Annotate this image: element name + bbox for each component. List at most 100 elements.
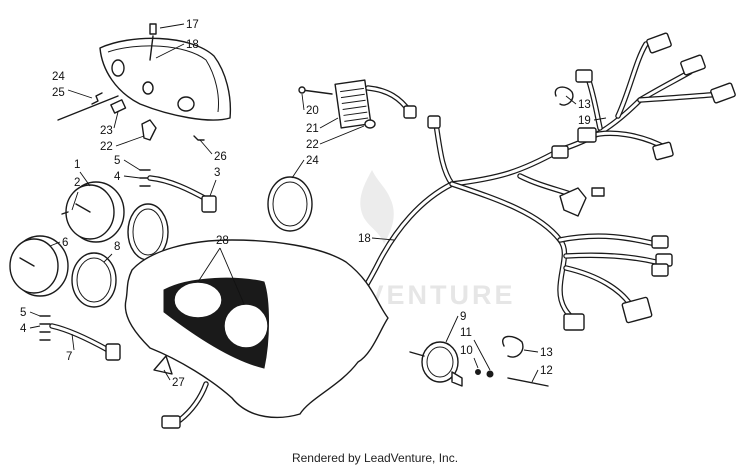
gauge-ring-lower <box>71 252 117 308</box>
callout-14: 18 <box>358 233 371 245</box>
speedometer-bulb-lead <box>61 211 69 215</box>
watermark-flame-icon <box>360 170 394 244</box>
harness-plug-6 <box>652 141 674 161</box>
gauge-harness-upper <box>139 169 217 213</box>
headlight-bulb-left <box>111 59 125 77</box>
harness-plug-5 <box>577 127 597 143</box>
callout-19: 17 <box>186 19 199 31</box>
callout-8: 8 <box>114 241 120 253</box>
adjuster-screw <box>57 95 119 121</box>
bezel-ring <box>267 176 313 232</box>
small-gauge-bracket <box>451 371 463 387</box>
callout-13-upper: 13 <box>578 99 591 111</box>
harness-plug-10 <box>651 263 669 277</box>
callout-18: 22 <box>306 139 319 151</box>
retaining-ring-upper <box>554 86 574 106</box>
gauge-harness-lower <box>39 315 121 361</box>
callout-28: 28 <box>216 235 229 247</box>
retaining-ring-lower <box>502 335 524 358</box>
small-gauge-body <box>421 341 459 383</box>
bulb-socket <box>141 119 157 141</box>
adjuster-spring <box>91 92 103 105</box>
harness-plug-1 <box>646 32 672 54</box>
headlight-housing <box>99 37 232 121</box>
headlight-bulb-right <box>177 96 195 112</box>
gauge-bulbs-lower <box>39 315 51 341</box>
voltage-regulator <box>334 79 372 129</box>
callout-25: 26 <box>214 151 227 163</box>
harness-plug-2 <box>680 54 706 76</box>
callout-7: 7 <box>66 351 72 363</box>
dash-lead-plug <box>161 415 181 429</box>
regulator-bolt <box>301 89 333 95</box>
callout-21: 22 <box>100 141 113 153</box>
callouts: 17 18 24 25 23 22 26 1 2 5 4 3 6 8 5 4 7… <box>20 19 607 389</box>
tachometer-needle <box>19 257 35 267</box>
dash-gauge-opening-left <box>173 281 223 319</box>
harness-plug-11 <box>621 296 653 324</box>
harness-plug-7 <box>591 187 605 197</box>
gauge-ring-upper-inner <box>132 208 164 256</box>
harness-plug-12 <box>563 313 585 331</box>
small-gauge-nut <box>486 370 494 378</box>
gauge-ring-lower-inner <box>76 257 112 303</box>
callout-5-lower: 5 <box>20 307 26 319</box>
dash-lead <box>177 381 209 423</box>
regulator-bolt-head <box>298 86 306 94</box>
harness-plug-3 <box>710 82 736 104</box>
regulator-nut <box>364 119 376 129</box>
dash-triangle <box>153 355 173 375</box>
speedometer <box>61 181 125 243</box>
regulator-connector <box>403 105 417 119</box>
callout-23: 24 <box>52 71 65 83</box>
callout-4-upper: 4 <box>114 171 121 183</box>
headlight-pin <box>193 135 205 141</box>
speedometer-needle <box>75 203 91 213</box>
footer-attribution: Rendered by LeadVenture, Inc. <box>291 451 459 465</box>
callout-1: 1 <box>74 159 80 171</box>
tachometer <box>9 235 69 297</box>
callout-13-lower: 13 <box>540 347 553 359</box>
harness-trunk-upper <box>433 97 643 187</box>
gauge-harness-lower-plug <box>105 343 121 361</box>
harness-plug-8 <box>651 235 669 249</box>
small-gauge-assembly <box>409 341 549 387</box>
small-gauge-washer <box>475 369 481 375</box>
callout-5-upper: 5 <box>114 155 120 167</box>
callout-3: 3 <box>214 167 220 179</box>
callout-2: 2 <box>74 177 80 189</box>
gauge-harness-upper-plug <box>201 195 217 213</box>
callout-22: 23 <box>100 125 113 137</box>
callout-9: 9 <box>460 311 466 323</box>
small-gauge-lead <box>409 351 425 357</box>
callout-10: 10 <box>460 345 473 357</box>
callout-4-lower: 4 <box>20 323 27 335</box>
adjuster-nut <box>110 99 127 114</box>
regulator-fins <box>340 87 369 122</box>
callout-26: 24 <box>306 155 319 167</box>
dash-gauge-opening-right <box>223 303 269 349</box>
headlight-bulb-mid <box>142 81 154 95</box>
callout-15: 19 <box>578 115 591 127</box>
headlight-clip-stem <box>149 35 154 61</box>
small-gauge-face <box>426 346 454 378</box>
callout-27: 27 <box>172 377 185 389</box>
callout-20: 18 <box>186 39 199 51</box>
callout-16: 20 <box>306 105 319 117</box>
harness-branch-c <box>563 265 633 307</box>
callout-11: 11 <box>460 327 472 339</box>
headlight-assembly <box>57 23 232 141</box>
callout-6: 6 <box>62 237 68 249</box>
callout-17: 21 <box>306 123 319 135</box>
dash-panel <box>124 239 389 429</box>
bezel-ring-inner <box>272 181 308 227</box>
headlight-lens-edge <box>107 45 219 113</box>
voltage-regulator-assembly <box>298 79 417 129</box>
harness-plug-4 <box>575 69 593 83</box>
harness-bracket <box>559 187 587 217</box>
small-gauge-stud <box>507 377 549 387</box>
harness-connector-top <box>427 115 441 129</box>
headlight-clip <box>149 23 157 35</box>
